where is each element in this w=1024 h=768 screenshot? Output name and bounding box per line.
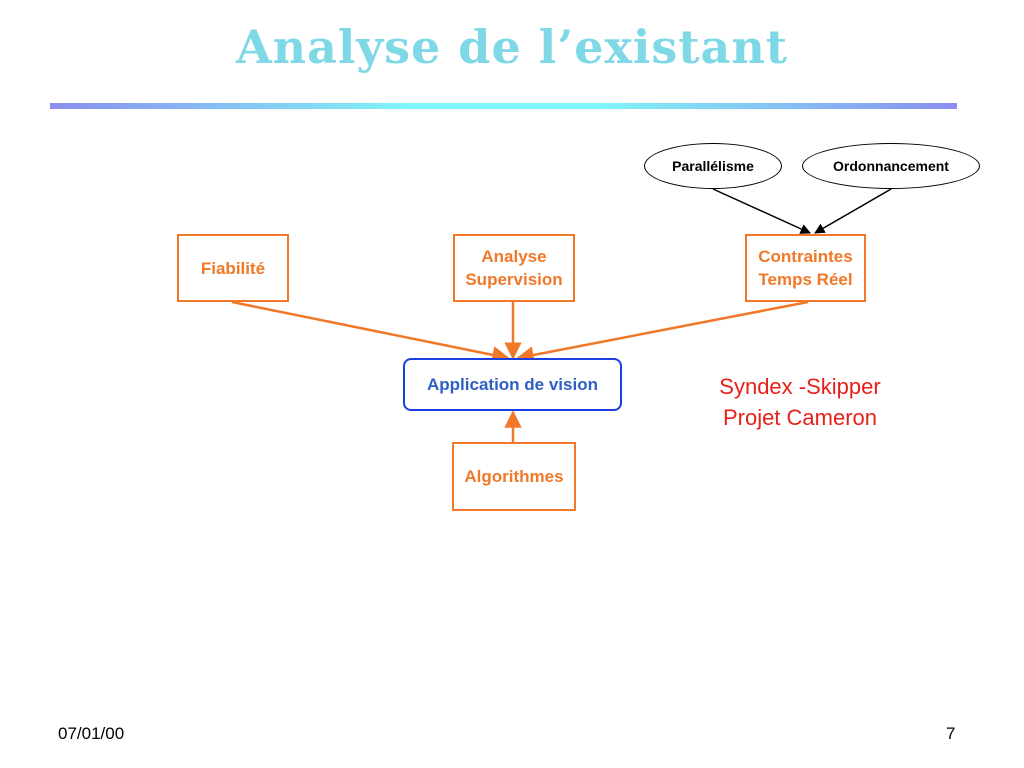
box-analyse-label-1: Analyse: [481, 247, 547, 266]
arrow-fiabilite-to-application: [231, 300, 510, 364]
ellipse-ordonnancement: Ordonnancement: [802, 143, 980, 189]
note-line-1: Syndex -Skipper: [719, 374, 881, 399]
arrow-contraintes-to-application: [516, 300, 809, 364]
note-line-2: Projet Cameron: [722, 405, 878, 430]
box-application-de-vision: Application de vision: [403, 358, 622, 411]
ellipse-parallelisme-label: Parallélisme: [672, 158, 754, 174]
box-analyse-supervision: Analyse Supervision: [453, 234, 575, 302]
footer-date: 07/01/00: [58, 724, 125, 743]
footer-page-number: 7: [946, 724, 956, 743]
slide-title: Analyse de l’existant: [235, 20, 789, 74]
box-contraintes-temps-reel: Contraintes Temps Réel: [745, 234, 866, 302]
title-underline: [50, 103, 957, 109]
note-tools: Syndex -Skipper Projet Cameron: [690, 371, 910, 433]
ellipse-parallelisme: Parallélisme: [644, 143, 782, 189]
box-contraintes-label-1: Contraintes: [758, 247, 853, 266]
box-contraintes-label-2: Temps Réel: [758, 270, 853, 289]
box-algorithmes: Algorithmes: [452, 442, 576, 511]
arrow-parallelisme-to-contraintes: [712, 188, 811, 234]
box-fiabilite: Fiabilité: [177, 234, 289, 302]
box-algorithmes-label: Algorithmes: [464, 467, 564, 486]
box-analyse-label-2: Supervision: [465, 270, 563, 289]
ellipse-ordonnancement-label: Ordonnancement: [833, 158, 949, 174]
arrow-ordonnancement-to-contraintes: [814, 188, 892, 234]
box-fiabilite-label: Fiabilité: [200, 258, 266, 278]
box-application-label: Application de vision: [427, 374, 598, 394]
